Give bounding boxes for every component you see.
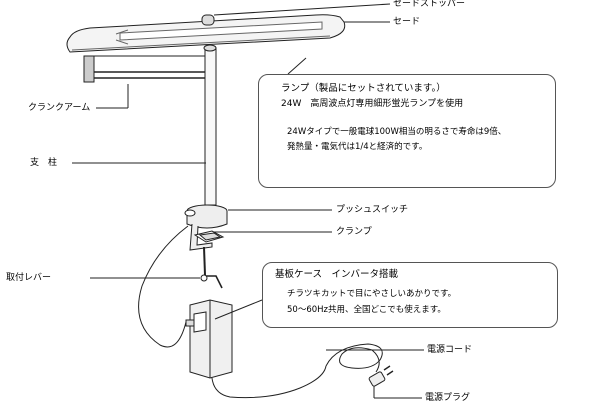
label-power-plug: 電源プラグ bbox=[425, 393, 471, 403]
label-mount-lever: 取付レバー bbox=[6, 273, 52, 283]
inverter-box-line2: 50～60Hz共用、全国どこでも使えます。 bbox=[287, 305, 446, 315]
inverter-box-title: 基板ケース インバータ搭載 bbox=[275, 269, 399, 280]
shade-stopper bbox=[201, 14, 215, 26]
clamp bbox=[189, 223, 213, 251]
power-plug bbox=[368, 371, 386, 387]
lamp-box-line2: 発熱量・電気代は1/4と経済的です。 bbox=[287, 142, 428, 152]
inverter-info-box: 基板ケース インバータ搭載 チラツキカットで目にやさしいあかりです。 50～60… bbox=[262, 262, 558, 328]
lamp-info-box: ランプ（製品にセットされています。） 24W 高周波点灯専用細形蛍光ランプを使用… bbox=[258, 74, 556, 188]
inverter-case bbox=[189, 299, 233, 379]
crank-arm bbox=[83, 55, 95, 83]
label-shade-stopper: セードストッパー bbox=[393, 0, 466, 9]
power-cord-coil bbox=[325, 343, 383, 369]
inverter-box-line1: チラツキカットで目にやさしいあかりです。 bbox=[287, 289, 457, 299]
label-shade: セード bbox=[393, 17, 421, 27]
label-push-switch: プッシュスイッチ bbox=[336, 205, 409, 215]
label-pillar: 支 柱 bbox=[30, 158, 58, 168]
label-clamp: クランプ bbox=[336, 227, 372, 237]
lamp-box-title: ランプ（製品にセットされています。） bbox=[281, 83, 446, 94]
pillar bbox=[204, 47, 217, 206]
lamp-box-subtitle: 24W 高周波点灯専用細形蛍光ランプを使用 bbox=[281, 99, 464, 109]
lamp-box-line1: 24Wタイプで一般電球100W相当の明るさで寿命は9倍、 bbox=[287, 127, 507, 137]
label-power-cord: 電源コード bbox=[427, 345, 473, 355]
label-crank-arm: クランクアーム bbox=[28, 103, 91, 113]
